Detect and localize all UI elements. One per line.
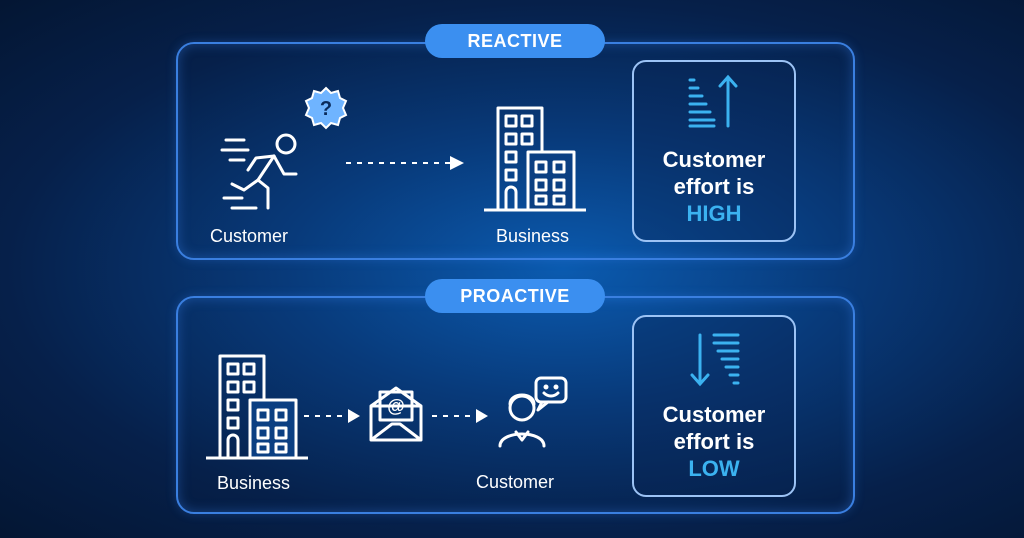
proactive-arrow-1 bbox=[304, 409, 360, 423]
effort-low-text: Customer effort is LOW bbox=[634, 401, 794, 482]
proactive-customer-label: Customer bbox=[476, 472, 555, 492]
effort-level-high: HIGH bbox=[686, 201, 742, 226]
customer-smile-icon bbox=[498, 376, 568, 448]
reactive-customer-label: Customer bbox=[210, 226, 289, 246]
effort-line1: Customer bbox=[662, 402, 766, 427]
effort-high-box: Customer effort is HIGH bbox=[632, 60, 796, 242]
proactive-business-label: Business bbox=[217, 473, 291, 493]
running-customer-icon bbox=[220, 133, 298, 210]
question-badge-icon: ? bbox=[304, 86, 348, 130]
proactive-title-pill: PROACTIVE bbox=[425, 279, 605, 313]
proactive-arrow-2 bbox=[432, 409, 488, 423]
reactive-title-pill: REACTIVE bbox=[425, 24, 605, 58]
svg-text:?: ? bbox=[320, 98, 332, 120]
ascending-bars-arrow-up-icon bbox=[688, 74, 738, 128]
arrow-down-descending-bars-icon bbox=[690, 333, 740, 387]
effort-high-text: Customer effort is HIGH bbox=[634, 146, 794, 227]
effort-level-low: LOW bbox=[688, 456, 740, 481]
business-building-icon bbox=[206, 354, 308, 460]
reactive-arrow bbox=[346, 156, 464, 170]
svg-text:@: @ bbox=[387, 396, 405, 416]
effort-line1: Customer bbox=[662, 147, 766, 172]
email-envelope-icon: @ bbox=[369, 386, 423, 442]
effort-line2: effort is bbox=[673, 174, 755, 199]
effort-low-box: Customer effort is LOW bbox=[632, 315, 796, 497]
effort-line2: effort is bbox=[673, 429, 755, 454]
business-building-icon bbox=[484, 106, 586, 212]
reactive-business-label: Business bbox=[496, 226, 570, 246]
